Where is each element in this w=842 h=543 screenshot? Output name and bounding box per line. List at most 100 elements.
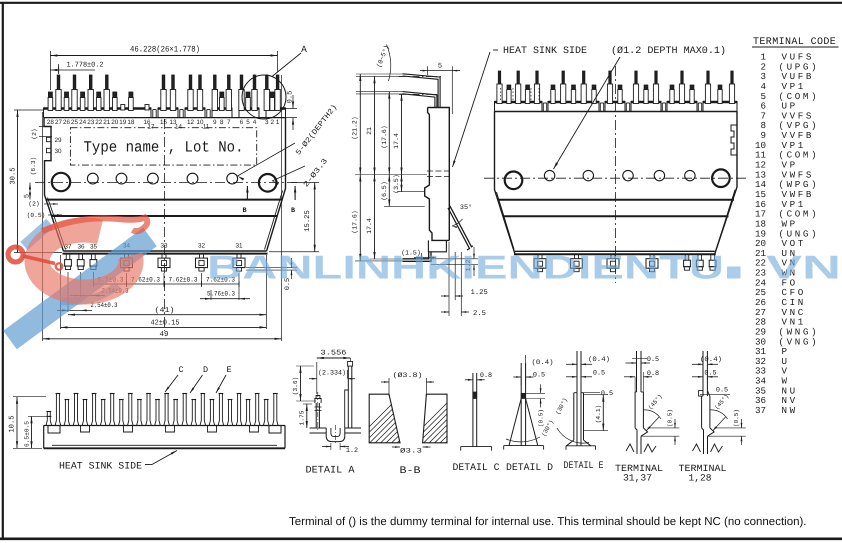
- svg-text:29: 29: [755, 327, 766, 338]
- svg-text:36: 36: [77, 244, 85, 251]
- svg-text:4: 4: [253, 119, 257, 126]
- svg-text:TERMINAL CODE: TERMINAL CODE: [753, 37, 836, 48]
- svg-text:V: V: [782, 366, 790, 377]
- svg-text:0.8: 0.8: [480, 372, 492, 380]
- svg-text:17: 17: [147, 124, 155, 131]
- svg-text:(17.6): (17.6): [381, 125, 388, 148]
- svg-text:(0.5): (0.5): [538, 409, 545, 427]
- svg-text:VP1: VP1: [782, 140, 806, 151]
- svg-text:6.5±0.5: 6.5±0.5: [24, 421, 31, 447]
- svg-text:22: 22: [755, 258, 766, 269]
- svg-text:30: 30: [54, 148, 62, 155]
- svg-text:5: 5: [438, 63, 442, 71]
- svg-text:(UPG): (UPG): [779, 61, 820, 72]
- svg-text:26: 26: [63, 119, 71, 126]
- svg-text:33: 33: [755, 366, 766, 377]
- svg-text:2.5: 2.5: [473, 310, 486, 318]
- svg-text:B: B: [242, 207, 246, 215]
- svg-text:42±0.15: 42±0.15: [151, 319, 180, 328]
- svg-text:15: 15: [160, 119, 168, 126]
- svg-text:1,28: 1,28: [689, 473, 712, 484]
- svg-text:2: 2: [270, 119, 274, 126]
- svg-text:6: 6: [760, 101, 766, 112]
- svg-text:(1.5): (1.5): [401, 250, 421, 257]
- svg-text:NV: NV: [782, 395, 798, 406]
- svg-text:35: 35: [90, 244, 98, 251]
- svg-text:7.62±0.3: 7.62±0.3: [169, 277, 198, 285]
- svg-text:(6.5): (6.5): [381, 181, 388, 201]
- svg-text:6: 6: [240, 119, 244, 126]
- svg-text:WP: WP: [782, 218, 798, 229]
- svg-text:9: 9: [760, 130, 766, 141]
- svg-text:HEAT SINK SIDE: HEAT SINK SIDE: [59, 460, 142, 471]
- svg-text:20: 20: [111, 119, 119, 126]
- svg-text:VP1: VP1: [782, 81, 806, 92]
- svg-text:0.5: 0.5: [601, 390, 613, 398]
- svg-text:A: A: [301, 44, 307, 55]
- svg-text:(2): (2): [28, 201, 39, 208]
- svg-text:33: 33: [160, 243, 168, 250]
- svg-text:21: 21: [366, 127, 373, 135]
- svg-text:(21.2): (21.2): [352, 116, 359, 139]
- svg-text:13: 13: [755, 169, 766, 180]
- svg-text:NW: NW: [782, 405, 798, 416]
- svg-text:(6.3): (6.3): [30, 157, 37, 176]
- svg-text:30: 30: [755, 336, 766, 347]
- svg-text:15: 15: [755, 189, 766, 200]
- svg-text:VP: VP: [782, 160, 798, 171]
- svg-text:24: 24: [79, 119, 87, 126]
- svg-text:(0.5): (0.5): [27, 212, 46, 219]
- svg-text:7.62±0.3: 7.62±0.3: [206, 277, 235, 285]
- svg-text:VOT: VOT: [782, 238, 806, 249]
- svg-text:11: 11: [203, 124, 210, 131]
- svg-text:(0.4): (0.4): [588, 356, 610, 364]
- svg-text:0.5: 0.5: [716, 387, 728, 395]
- svg-text:8: 8: [220, 119, 224, 126]
- svg-text:VN1: VN1: [782, 317, 806, 328]
- svg-text:1.25: 1.25: [471, 289, 488, 297]
- svg-text:CFO: CFO: [782, 287, 806, 298]
- svg-text:(2): (2): [31, 128, 38, 139]
- svg-text:B: B: [291, 207, 295, 215]
- svg-text:(COM): (COM): [779, 91, 820, 102]
- svg-text:(41): (41): [155, 306, 175, 315]
- svg-text:0.5: 0.5: [284, 278, 292, 290]
- svg-text:VUFB: VUFB: [782, 71, 814, 82]
- svg-text:36: 36: [755, 395, 766, 406]
- svg-text:27: 27: [55, 119, 63, 126]
- svg-text:31: 31: [755, 346, 767, 357]
- svg-text:DETAIL E: DETAIL E: [564, 461, 604, 472]
- svg-text:24: 24: [755, 277, 767, 288]
- svg-text:NU: NU: [782, 385, 798, 396]
- svg-text:18: 18: [127, 119, 135, 126]
- svg-text:(4.1): (4.1): [595, 405, 602, 424]
- svg-text:30.5: 30.5: [10, 167, 18, 184]
- svg-text:11: 11: [755, 150, 767, 161]
- svg-text:Type name , Lot No.: Type name , Lot No.: [84, 139, 244, 157]
- svg-text:(VNG): (VNG): [779, 336, 820, 347]
- svg-text:VWFB: VWFB: [782, 189, 814, 200]
- svg-text:3: 3: [760, 71, 766, 82]
- svg-text:31: 31: [235, 243, 243, 250]
- svg-text:(Ø3.8): (Ø3.8): [393, 372, 423, 380]
- svg-text:35°: 35°: [460, 204, 472, 212]
- svg-text:(UNG): (UNG): [779, 228, 820, 239]
- svg-text:U: U: [782, 356, 790, 367]
- svg-text:10.5: 10.5: [9, 415, 17, 432]
- svg-text:VN: VN: [766, 249, 841, 286]
- svg-text:16: 16: [755, 199, 766, 210]
- svg-text:WN: WN: [782, 268, 798, 279]
- svg-text:0.5: 0.5: [533, 372, 545, 380]
- svg-text:(COM): (COM): [779, 209, 820, 220]
- svg-text:VVFB: VVFB: [782, 130, 814, 141]
- svg-text:17.4: 17.4: [366, 218, 373, 234]
- svg-text:32: 32: [755, 356, 766, 367]
- svg-text:46.228(26×1.778): 46.228(26×1.778): [130, 45, 200, 55]
- svg-text:17: 17: [755, 209, 766, 220]
- svg-text:5: 5: [246, 119, 250, 126]
- svg-text:20: 20: [755, 238, 766, 249]
- svg-text:C: C: [178, 365, 183, 375]
- svg-text:CIN: CIN: [782, 297, 806, 308]
- svg-text:14: 14: [755, 179, 767, 190]
- svg-text:21: 21: [103, 119, 111, 126]
